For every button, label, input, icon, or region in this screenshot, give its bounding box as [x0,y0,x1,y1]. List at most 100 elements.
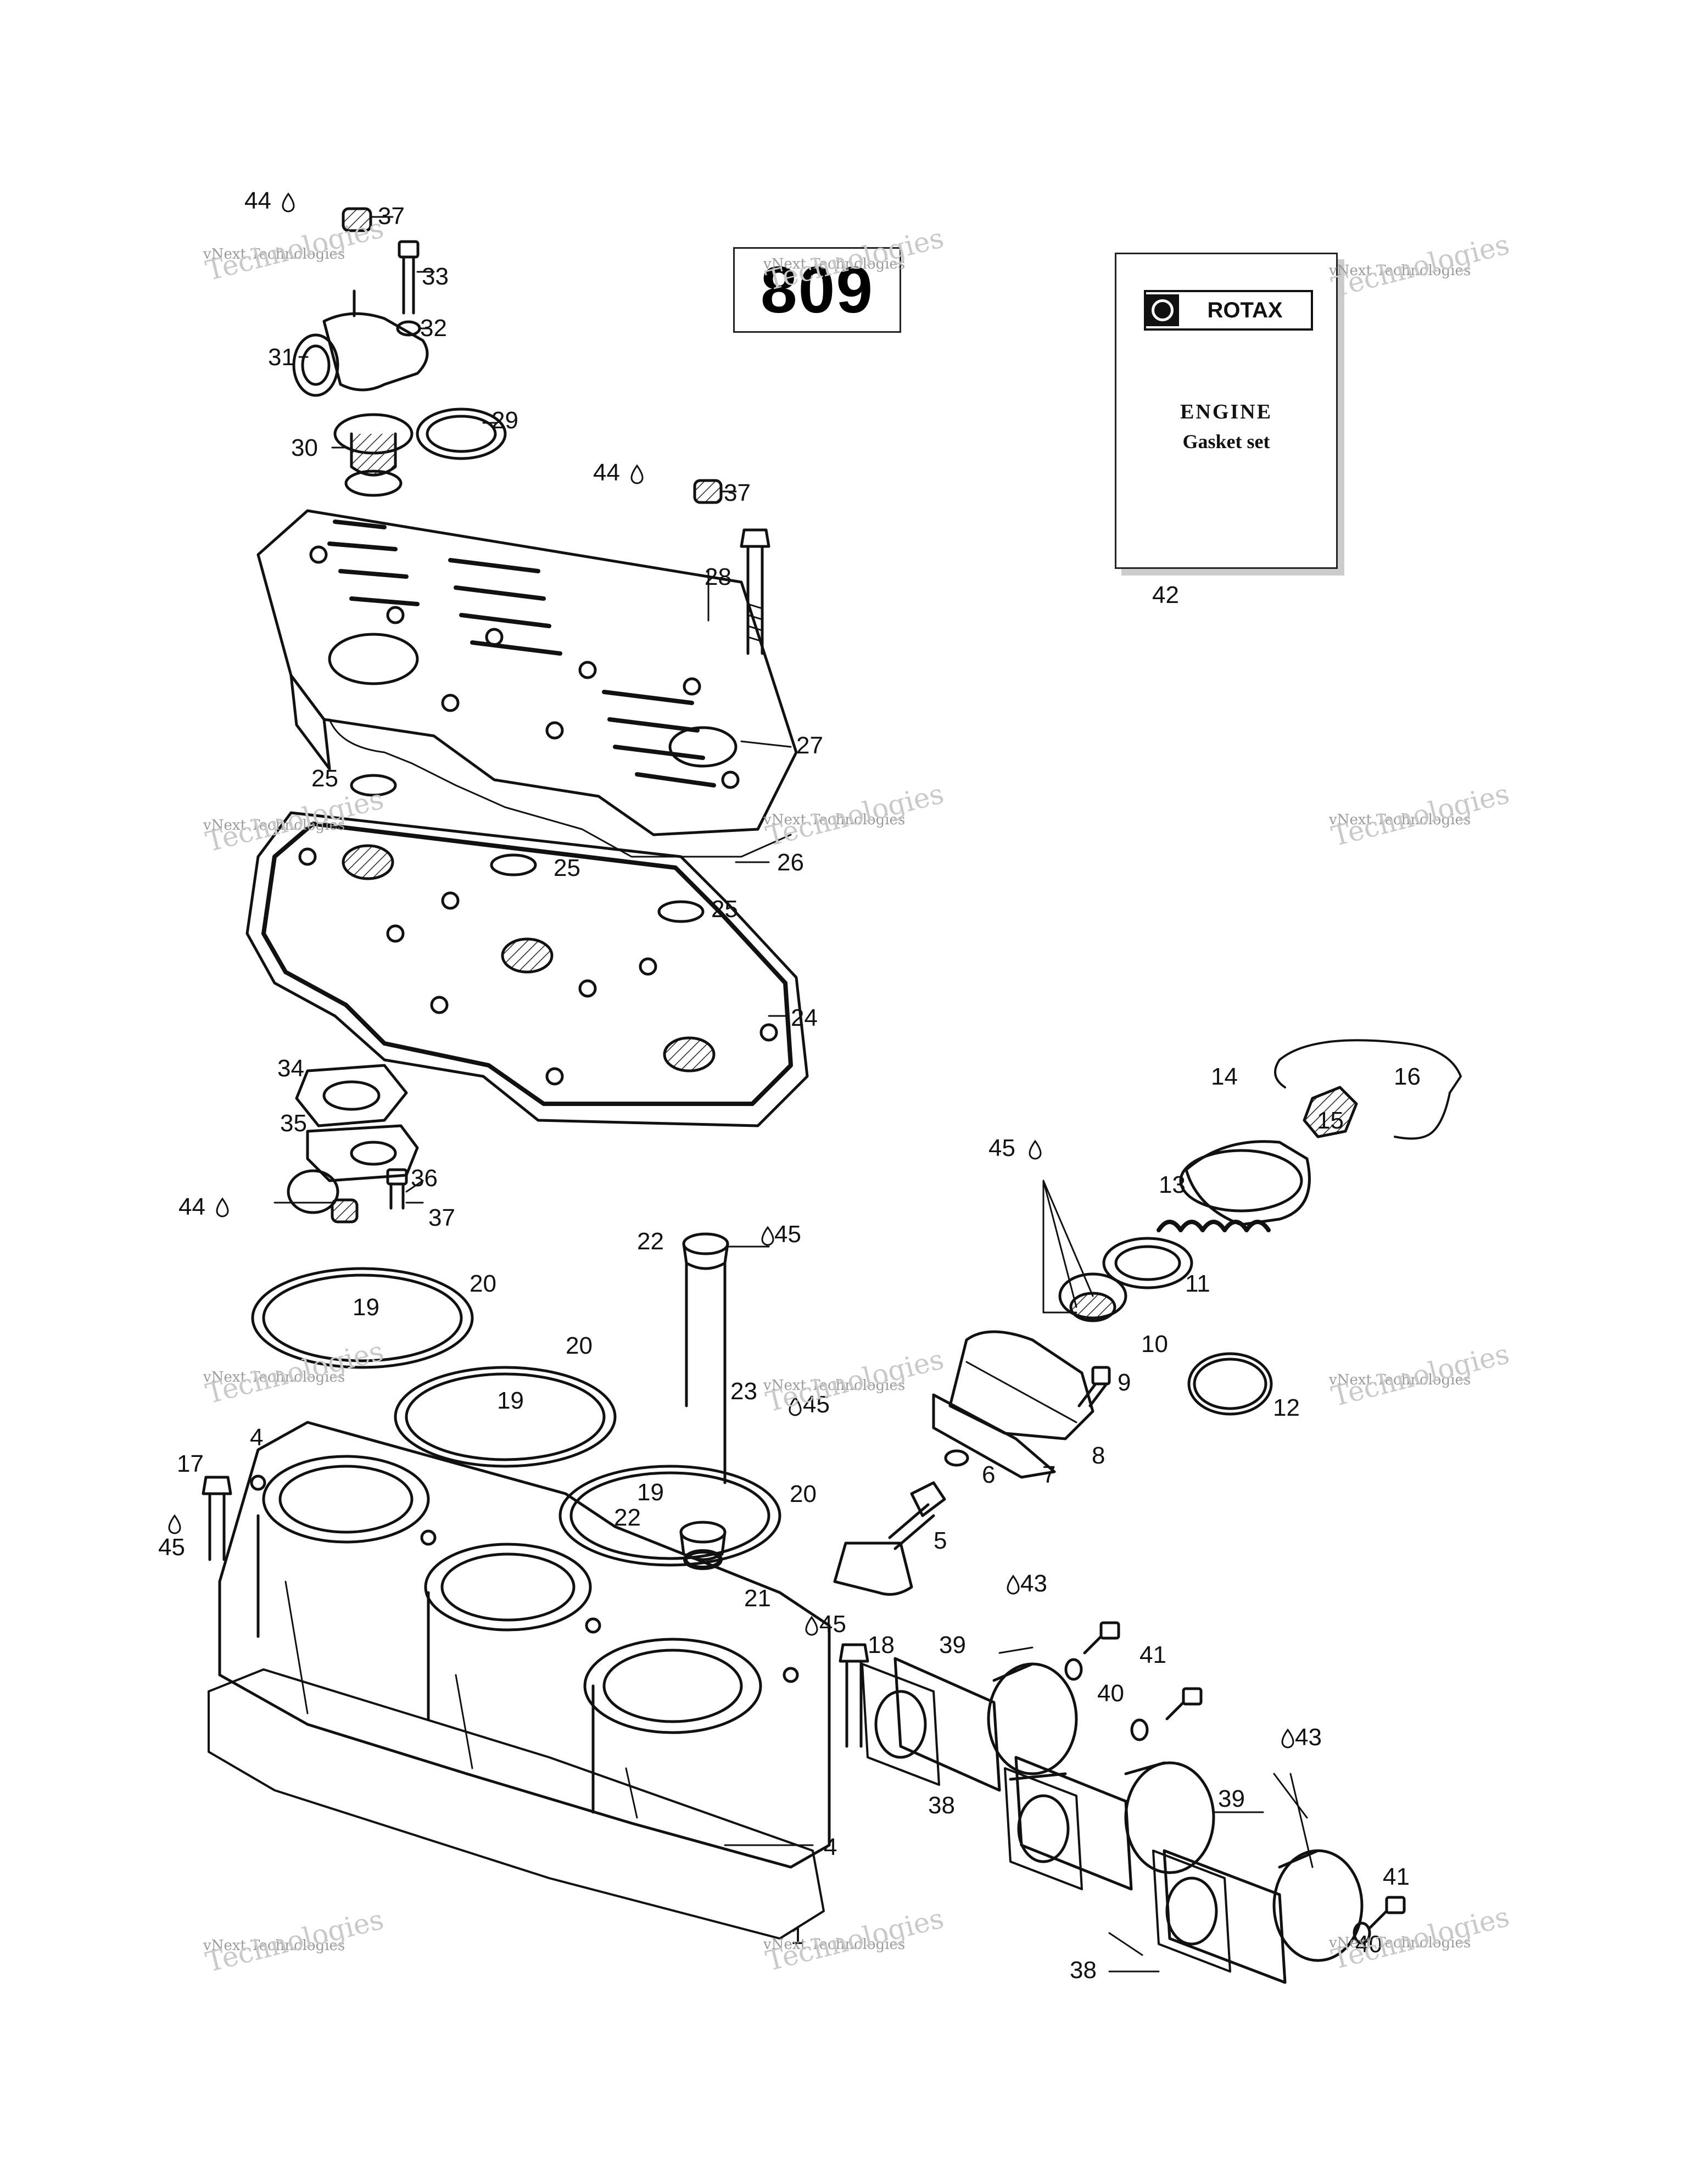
callout-11: 11 [1185,1270,1210,1297]
callout-7: 7 [1042,1461,1055,1488]
callout-26: 26 [777,849,804,876]
exhaust-valve [833,1481,946,1596]
callout-19: 19 [637,1479,664,1506]
callout-43: 43 [1295,1724,1322,1751]
valve-piston [1102,1237,1193,1289]
cap-nut-3 [331,1198,359,1224]
callout-4: 4 [250,1424,263,1451]
part-code-box: 809 [733,247,901,333]
callout-23: 23 [730,1378,757,1405]
callout-45: 45 [158,1534,185,1561]
callout-44: 44 [244,187,271,214]
callout-5: 5 [934,1527,947,1554]
callout-20: 20 [566,1332,593,1359]
callout-37: 37 [378,203,405,230]
callout-22: 22 [614,1504,641,1531]
valve-gasket [932,1393,1056,1479]
callout-20: 20 [470,1270,496,1297]
thermostat-cap-nut [342,207,372,232]
retaining-spring-clip [1274,1039,1462,1140]
socket-screw [1083,1621,1406,1929]
thermostat-gasket [416,407,507,460]
callout-16: 16 [1394,1063,1421,1090]
sleeve-ring [683,1549,723,1570]
callout-31: 31 [268,344,295,371]
valve-spring [1157,1220,1271,1232]
valve-housing [948,1330,1094,1440]
brand-logo: ROTAX [1144,290,1313,331]
callout-38: 38 [928,1792,955,1819]
callout-43: 43 [1020,1570,1047,1597]
callout-19: 19 [497,1387,524,1414]
part-code: 809 [760,253,874,327]
valve-seal-ring [944,1449,969,1467]
callout-25: 25 [311,765,338,792]
callout-32: 32 [420,315,447,342]
cover-plug [1303,1086,1358,1138]
callout-19: 19 [353,1294,379,1321]
head-cover-gasket [328,718,792,858]
callout-labels: 44 37 33 32 31 30 29 44 37 28 27 25 25 2… [158,187,1421,1984]
callout-8: 8 [1092,1442,1105,1469]
callout-37: 37 [428,1204,455,1231]
lubricant-drop-icons [168,192,1294,1749]
rubber-sleeve [679,1232,729,1561]
callout-29: 29 [491,407,518,434]
cylinder-base-gasket [251,1267,781,1567]
callout-12: 12 [1273,1394,1300,1421]
callout-41: 41 [1139,1641,1166,1668]
outlet-bolt [386,1168,408,1210]
callout-36: 36 [411,1165,438,1192]
gear-icon [1146,294,1179,326]
exhaust-socket [893,1657,1364,1984]
callout-13: 13 [1159,1171,1186,1198]
callout-30: 30 [291,434,318,461]
callout-44: 44 [593,459,620,486]
manual-subtitle: Gasket set [1182,431,1270,453]
callout-40: 40 [1355,1931,1382,1958]
callout-18: 18 [868,1632,895,1658]
callout-35: 35 [280,1110,307,1137]
gasket-set-manual: ROTAX ENGINE Gasket set [1115,253,1338,569]
callout-37: 37 [724,479,751,506]
callout-14: 14 [1211,1063,1238,1090]
o-ring [350,774,705,923]
valve-cover [1179,1140,1311,1226]
callout-28: 28 [705,563,731,590]
callout-33: 33 [422,263,449,290]
callout-45: 45 [819,1611,846,1638]
callout-39: 39 [1218,1785,1245,1812]
callout-45: 45 [988,1135,1015,1161]
callout-40: 40 [1097,1680,1124,1707]
cylinder-stud [202,1476,869,1748]
cap-nut-2 [693,479,723,504]
valve-o-ring [1187,1352,1273,1416]
callout-45: 45 [803,1391,830,1418]
housing-screw [1077,1366,1111,1407]
valve-bellows [1058,1272,1127,1322]
callout-6: 6 [982,1461,995,1488]
outlet-gasket [295,1064,408,1127]
callout-25: 25 [711,896,738,923]
callout-42: 42 [1152,582,1179,608]
callout-27: 27 [796,732,823,759]
thermostat [333,413,414,497]
manual-title: ENGINE [1180,400,1272,423]
callout-41: 41 [1383,1863,1410,1890]
socket-washer [1064,1658,1371,1945]
head-bolt [740,528,770,655]
callout-24: 24 [791,1004,818,1031]
callout-39: 39 [939,1632,966,1658]
callout-9: 9 [1118,1369,1131,1396]
cylinder-head-cover [256,509,798,836]
thermostat-housing [292,289,429,397]
callout-45: 45 [774,1221,801,1248]
callout-15: 15 [1317,1107,1344,1134]
socket-gasket [861,1663,1231,1973]
brand-name: ROTAX [1207,298,1283,322]
callout-22: 22 [637,1228,664,1255]
callout-44: 44 [178,1193,205,1220]
callout-20: 20 [790,1481,817,1507]
callout-21: 21 [744,1585,771,1612]
